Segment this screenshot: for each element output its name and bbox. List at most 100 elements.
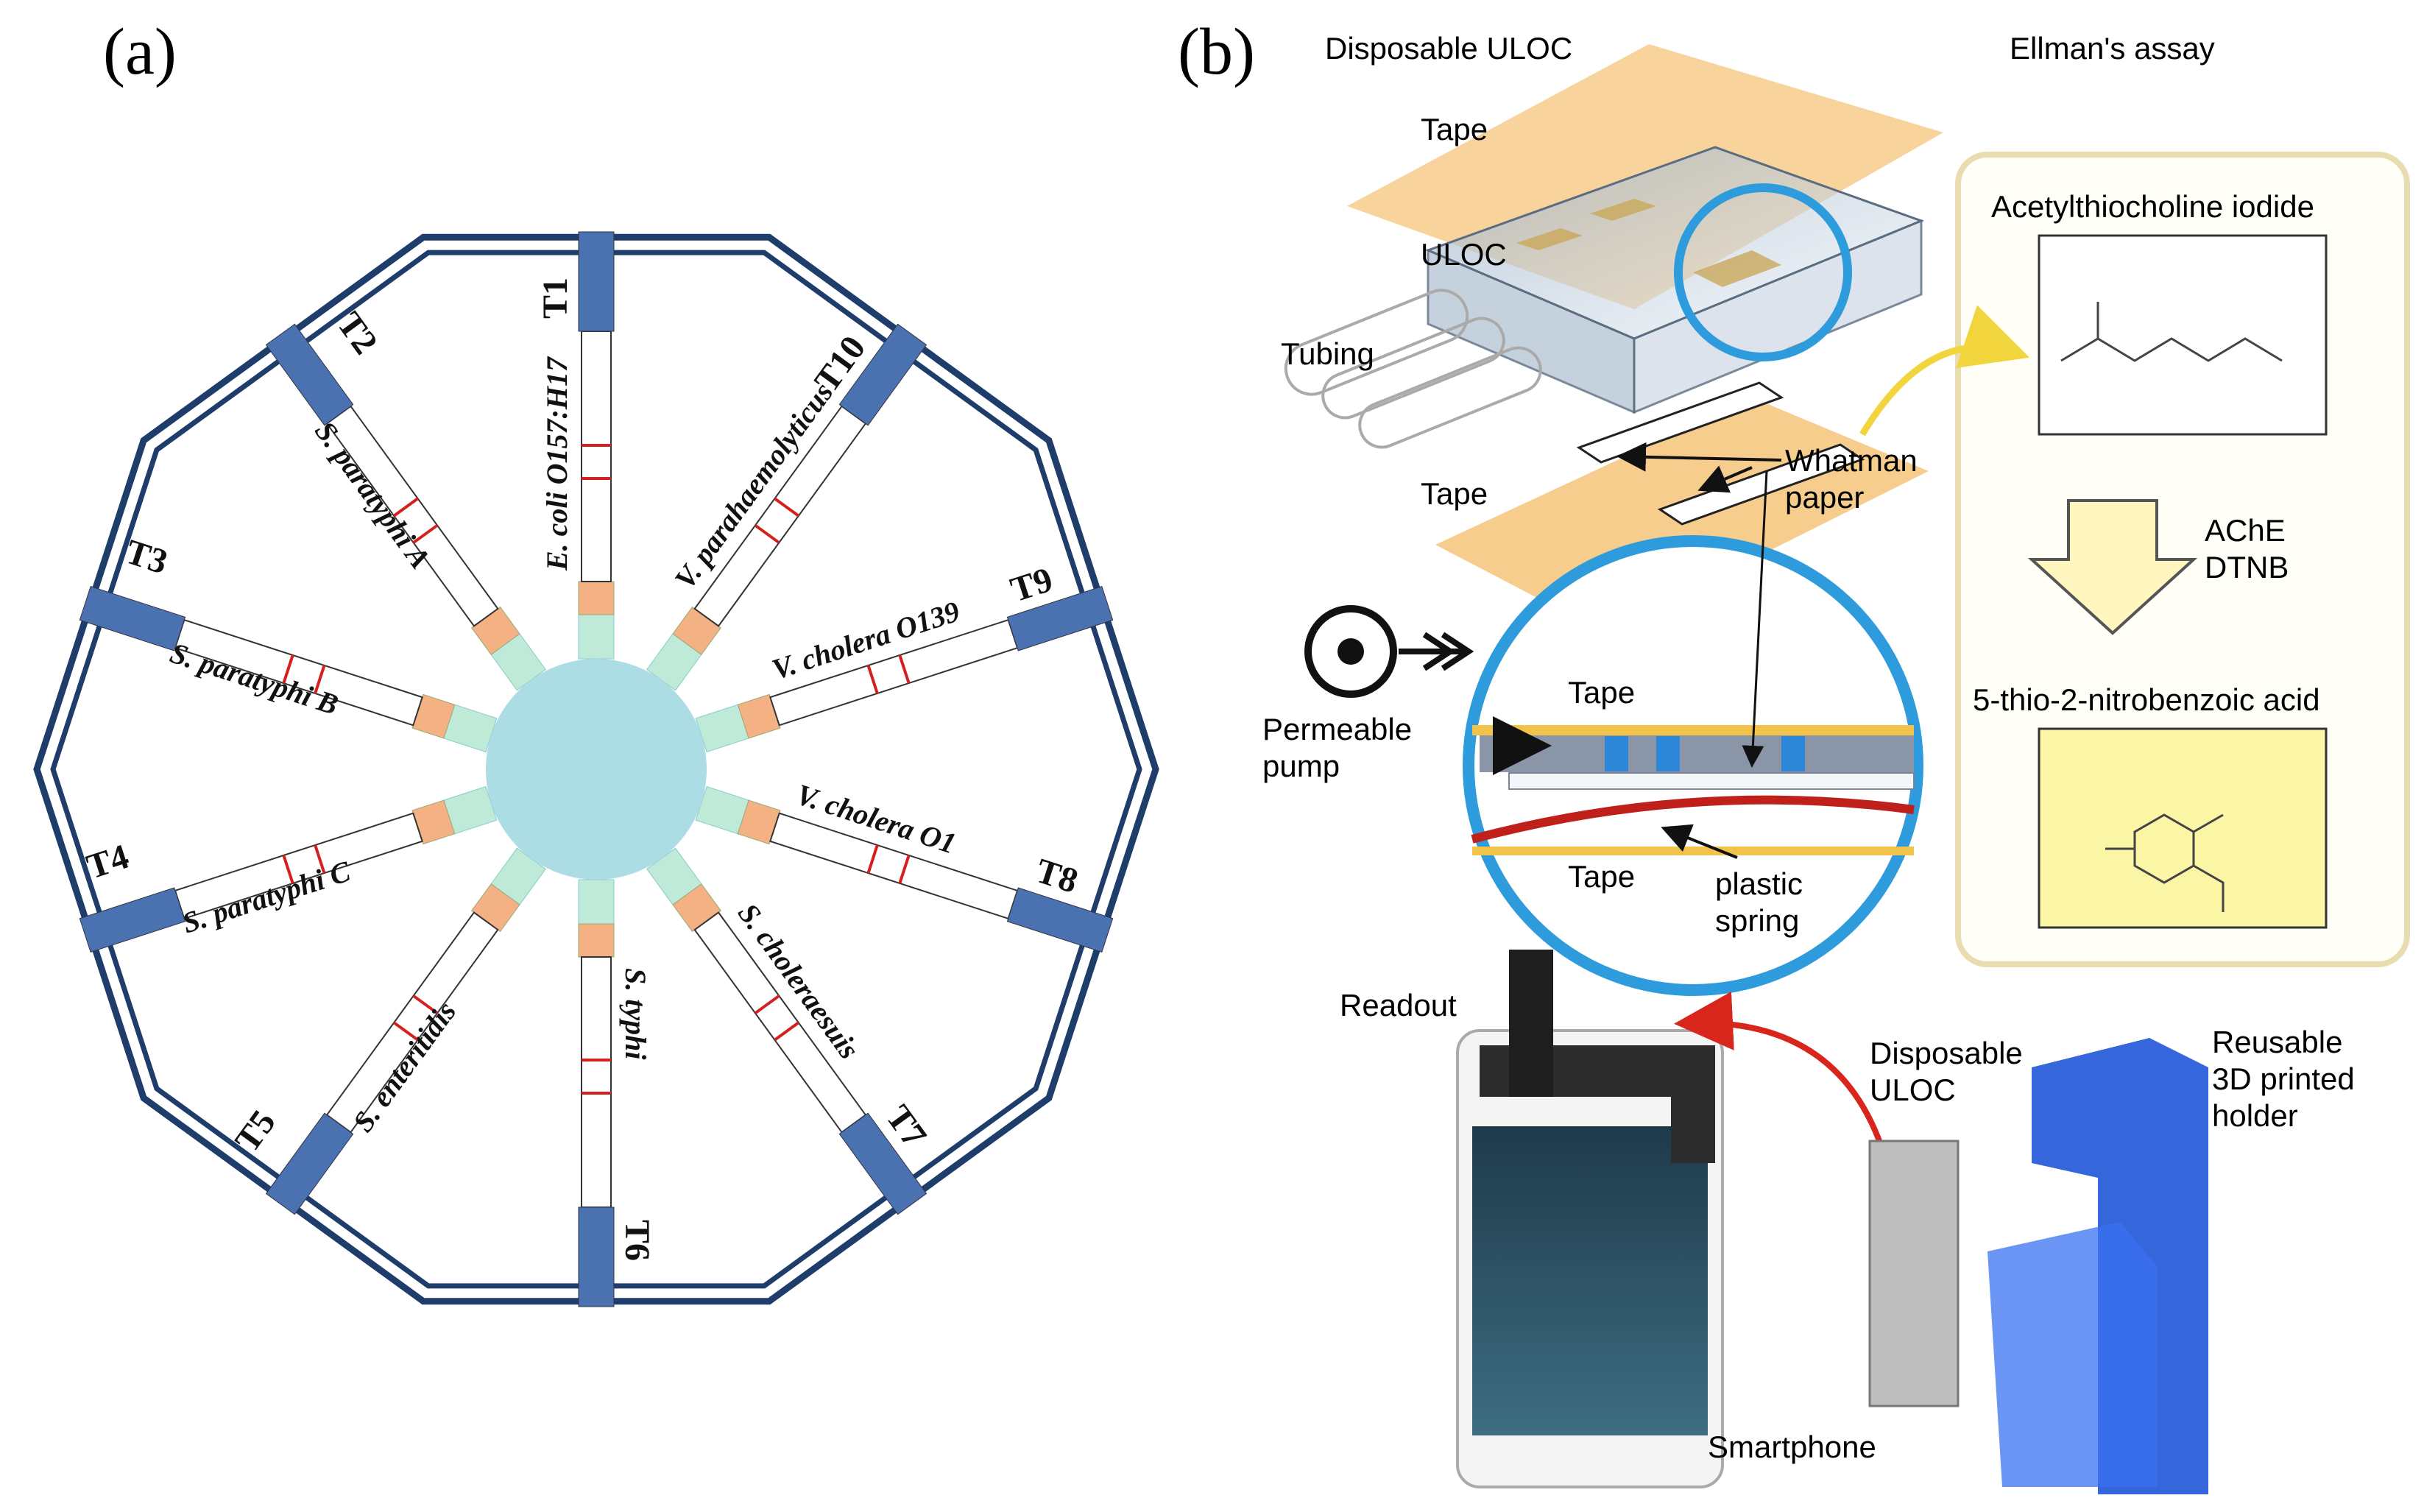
- inset-channel-3: [1781, 736, 1805, 771]
- control-line: [314, 665, 326, 694]
- absorbent-pad: [1006, 887, 1114, 953]
- inset-tape-top: [1472, 725, 1914, 735]
- smartphone-screen: [1472, 1126, 1708, 1435]
- tubing: [1284, 289, 1542, 449]
- test-strip-t4: S. paratyphi CT4: [79, 785, 498, 953]
- test-line: [898, 855, 911, 884]
- inset-plastic-spring: [1471, 795, 1915, 844]
- spring-pointer: [1661, 824, 1738, 859]
- uloc-channels: [1516, 199, 1781, 287]
- panel-a-label: (a): [103, 15, 177, 88]
- test-line: [282, 855, 294, 884]
- permeable-pump-icon: [1304, 605, 1474, 698]
- octagon-inner-frame: [50, 250, 1142, 1289]
- strip-id-label: T5: [227, 1103, 283, 1159]
- test-line: [774, 1021, 799, 1042]
- strip-id-label: T1: [536, 278, 575, 319]
- label-tape-top: Tape: [1421, 112, 1488, 146]
- absorbent-pad: [79, 887, 186, 953]
- paper-pointer: [1742, 470, 1768, 768]
- inset-channel-2: [1656, 736, 1680, 771]
- test-line: [774, 497, 799, 517]
- membrane: [581, 956, 612, 1208]
- absorbent-pad: [265, 1112, 354, 1215]
- title-disposable-uloc: Disposable ULOC: [1325, 31, 1572, 66]
- assay-product: 5-thio-2-nitrobenzoic acid: [1973, 682, 2320, 717]
- sample-pad: [578, 879, 615, 925]
- absorbent-pad: [838, 1112, 927, 1215]
- absorbent-pad: [265, 323, 354, 426]
- ellmans-assay-box: [1955, 152, 2410, 967]
- absorbent-pad: [838, 323, 927, 426]
- label-readout: Readout: [1340, 988, 1457, 1022]
- conjugate-pad: [578, 923, 615, 958]
- clip-side: [1671, 1045, 1715, 1163]
- uloc-exploded-view: [1284, 44, 1943, 633]
- label-inset-tape-bottom: Tape: [1568, 859, 1635, 894]
- product-structure-box: [2038, 727, 2328, 929]
- test-line: [282, 654, 294, 684]
- test-line: [393, 1021, 419, 1042]
- membrane: [581, 331, 612, 582]
- strip-organism-label: S. typhi: [619, 968, 652, 1059]
- reactant-structure-box: [2038, 234, 2328, 436]
- control-line: [412, 995, 439, 1014]
- central-sample-pad: [486, 659, 707, 880]
- zoom-ring-small: [1674, 183, 1852, 361]
- strip-id-label: T2: [329, 305, 385, 361]
- whatman-paper-2: [1657, 443, 1865, 526]
- label-smartphone: Smartphone: [1708, 1430, 1876, 1464]
- inset-tape-bottom: [1472, 847, 1914, 855]
- control-line: [866, 844, 879, 874]
- label-tape-bottom: Tape: [1421, 476, 1488, 511]
- inset-channel-1: [1605, 736, 1628, 771]
- whatman-arrow-2: [1697, 465, 1753, 493]
- reusable-holder: [1987, 1038, 2208, 1494]
- red-arrow: [1674, 992, 1887, 1157]
- absorbent-pad: [578, 1207, 615, 1307]
- control-line: [754, 524, 780, 544]
- label-inset-tape-top: Tape: [1568, 675, 1635, 710]
- test-line: [898, 654, 911, 684]
- disposable-uloc-photo: [1868, 1140, 1960, 1407]
- label-tubing: Tubing: [1281, 336, 1374, 371]
- title-ellmans-assay: Ellman's assay: [2010, 31, 2215, 66]
- octagon-outer-frame: [33, 233, 1159, 1305]
- membrane: [325, 911, 499, 1134]
- assay-reactant: Acetylthiocholine iodide: [1991, 189, 2314, 224]
- strip-id-label: T6: [618, 1220, 657, 1261]
- control-line: [412, 524, 439, 544]
- yellow-arrow: [1859, 305, 2030, 437]
- inset-uloc-layer: [1480, 735, 1914, 772]
- test-line: [393, 497, 419, 517]
- reaction-arrow: [2027, 499, 2198, 635]
- strip-id-label: T9: [1006, 560, 1058, 610]
- product-structure: [2105, 813, 2225, 912]
- control-line: [866, 665, 879, 694]
- whatman-arrow-1: [1616, 442, 1782, 472]
- cross-section-inset: [1463, 470, 1923, 996]
- reactant-structure: [2060, 302, 2283, 362]
- panel-b-label: (b): [1178, 15, 1255, 88]
- conjugate-pad: [578, 581, 615, 615]
- absorbent-pad: [79, 585, 186, 651]
- absorbent-pad: [578, 231, 615, 332]
- control-line: [314, 844, 326, 874]
- label-uloc: ULOC: [1421, 237, 1507, 272]
- inset-paper: [1508, 772, 1915, 790]
- readout-arm: [1509, 950, 1553, 1097]
- absorbent-pad: [1006, 585, 1114, 651]
- strip-id-label: T8: [1031, 851, 1083, 901]
- control-line: [754, 995, 780, 1014]
- sample-pad: [578, 614, 615, 660]
